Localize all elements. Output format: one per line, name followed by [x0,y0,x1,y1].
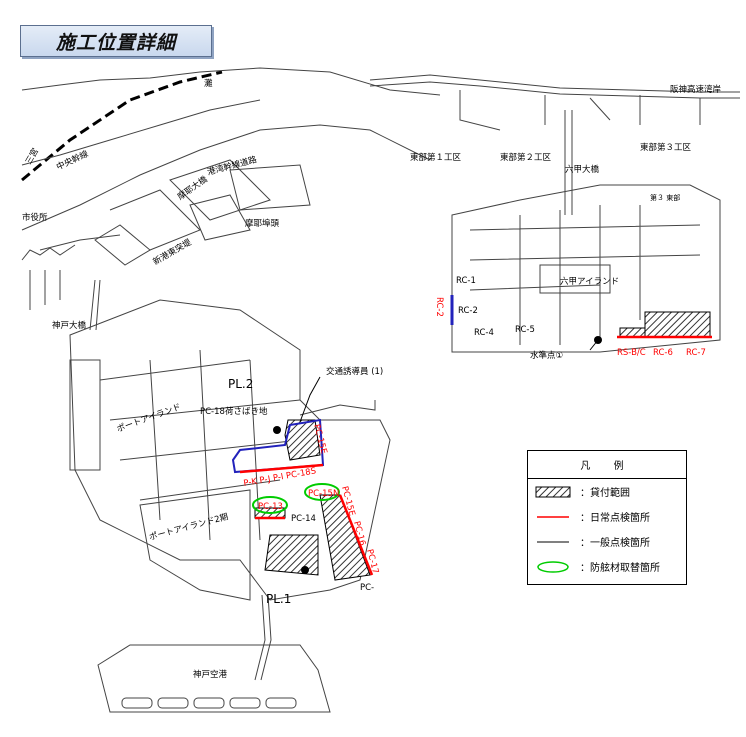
pc18s-red-inspection [239,463,324,474]
legend-label: ：防舷材取替箇所 [580,563,660,574]
leased-area-pc14 [264,534,319,576]
label-chuo: 中央幹線 [55,148,91,173]
label-sannomiya: 三宮 [23,146,41,166]
label-rc2-side: RC-2 [434,297,444,317]
pc15e-red-inspection [338,494,374,576]
legend-title: 凡 例 [528,451,686,479]
label-rc4: RC-4 [474,328,494,338]
legend-item-general: ：一般点検箇所 [528,529,686,554]
label-pl2: PL.2 [228,377,253,391]
label-pc-small: PC- [360,583,374,593]
legend-label: ：日常点検箇所 [580,513,650,524]
label-pc14: PC-14 [291,514,316,524]
label-rc6: RC-6 [653,348,673,358]
legend: 凡 例 ：貸付範囲 ：日常点検箇所 ：一般点検箇所 ：防舷材取替箇所 [527,450,687,585]
label-higashi1: 東部第１工区 [410,152,462,163]
pc15n-fender-ellipse [304,483,340,501]
label-higashi2: 東部第２工区 [500,152,552,163]
leased-area-pc15 [319,494,371,581]
label-pc15n: PC-15N [308,489,339,499]
green-ellipse-icon [537,560,569,573]
label-rc2: RC-2 [458,306,478,316]
legend-item-fender: ：防舷材取替箇所 [528,554,686,579]
label-rokko-bridge: 六甲大橋 [565,164,600,175]
hatch-swatch-icon [535,486,571,497]
leased-area-rc [644,311,711,338]
black-line-icon [537,541,569,542]
label-kobe-bridge: 神戸大橋 [52,320,87,331]
label-shiyakusho: 市役所 [22,212,48,223]
pl1-point [301,566,309,574]
label-east-small: 第３ 東部 [650,193,680,202]
label-port-island2: ポートアイランド2期 [148,512,229,543]
label-rc7: RC-7 [686,348,706,358]
legend-item-daily: ：日常点検箇所 [528,504,686,529]
legend-item-leased: ：貸付範囲 [528,479,686,504]
label-rokko-island: 六甲アイランド [560,276,619,287]
label-maya-futo: 摩耶埠頭 [245,218,280,229]
pc13-fender-ellipse [252,496,288,514]
label-sabaki: PC-18荷さばき地 [200,406,268,417]
leased-area-rsbc [619,327,646,338]
label-rsbc: RS-B/C [617,348,646,358]
title-box: 施工位置詳細 [20,25,212,57]
label-suijunten: 水準点① [530,350,563,361]
label-pl1: PL.1 [266,592,291,606]
red-line-icon [537,515,569,518]
label-nada: 灘 [204,78,213,89]
leased-area-pc18 [284,419,321,461]
label-minato: 港湾幹線道路 [206,154,259,178]
rokko-bridge-road [564,110,573,215]
page-title: 施工位置詳細 [55,31,176,54]
label-pc13: PC-13 [258,502,283,512]
label-kotsu: 交通誘導員 (1) [326,366,383,377]
label-hanshin: 阪神高速湾岸 [670,84,722,95]
label-airport: 神戸空港 [193,669,228,680]
label-higashi3: 東部第３工区 [640,142,692,153]
label-rc5: RC-5 [515,325,535,335]
railway-line [21,70,223,182]
label-rc1: RC-1 [456,276,476,286]
label-maya-bridge: 摩耶大橋 [175,174,210,203]
legend-label: ：一般点検箇所 [580,538,650,549]
pl2-point [273,426,281,434]
legend-label: ：貸付範囲 [580,488,630,499]
